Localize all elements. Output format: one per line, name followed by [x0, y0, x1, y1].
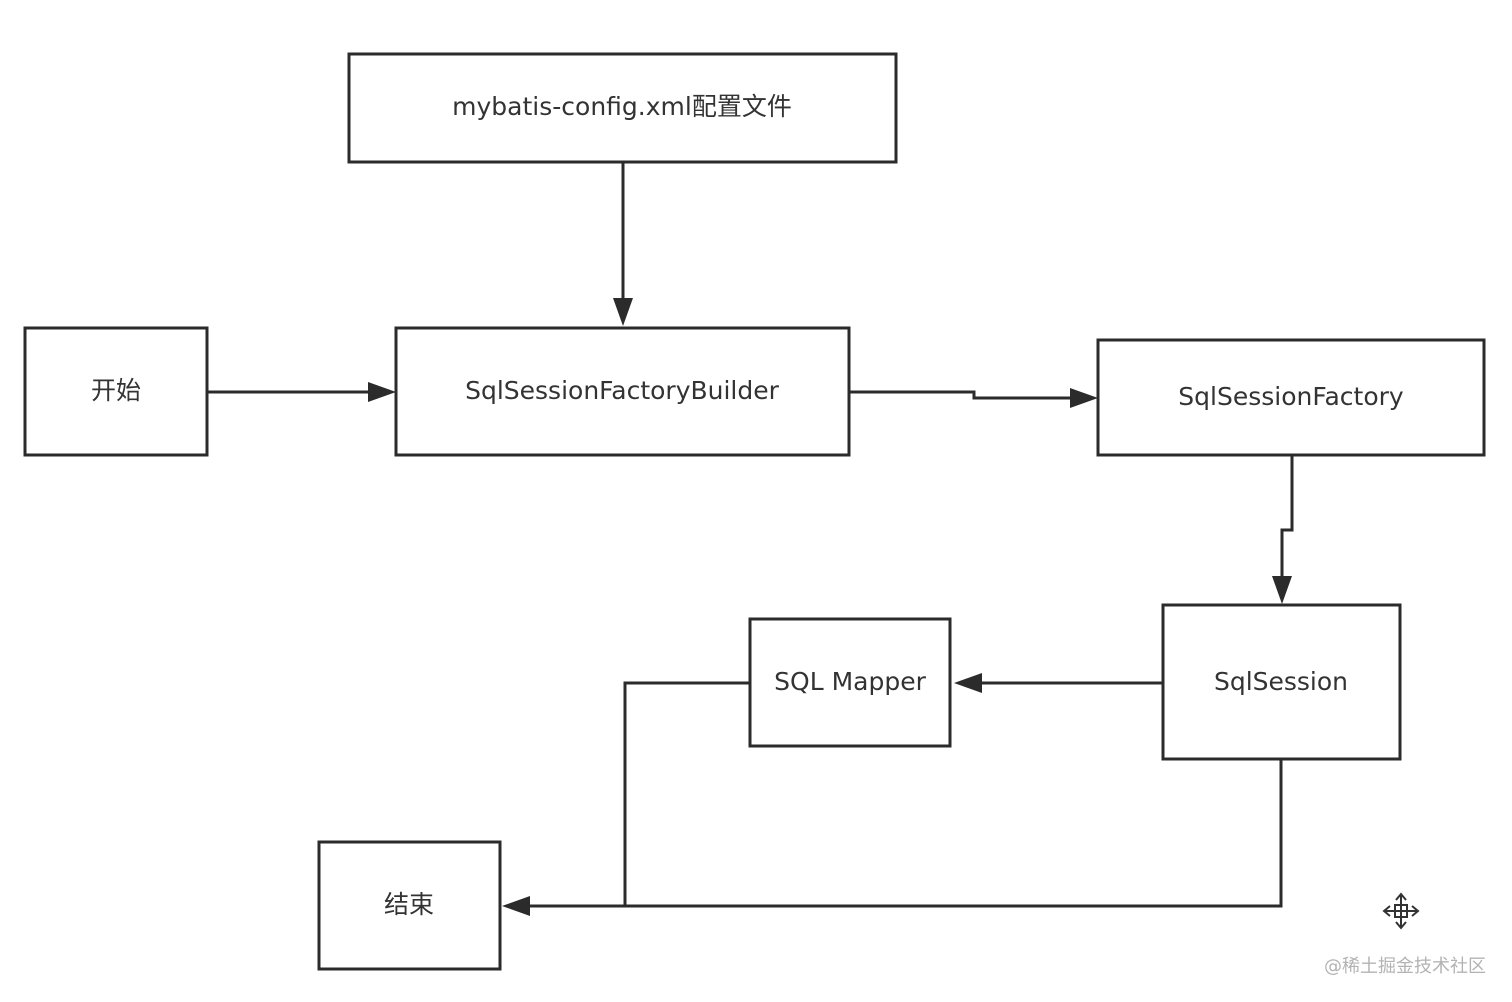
node-end-label: 结束: [384, 890, 434, 919]
arrowhead-to-end: [502, 896, 530, 916]
edge-session-to-end: [528, 760, 1283, 908]
node-factory-label: SqlSessionFactory: [1178, 382, 1404, 411]
node-config[interactable]: mybatis-config.xml配置文件: [347, 52, 898, 164]
arrowhead-config-to-builder: [613, 298, 633, 326]
node-end[interactable]: 结束: [317, 840, 502, 971]
node-start-label: 开始: [91, 376, 141, 405]
watermark-text: @稀土掘金技术社区: [1324, 956, 1486, 977]
arrowhead-factory-to-session: [1272, 576, 1292, 604]
arrowhead-start-to-builder: [368, 382, 396, 402]
node-config-label: mybatis-config.xml配置文件: [452, 92, 792, 121]
node-mapper[interactable]: SQL Mapper: [748, 617, 952, 748]
move-cursor-icon: [1382, 892, 1420, 930]
node-factory[interactable]: SqlSessionFactory: [1096, 338, 1486, 457]
node-start[interactable]: 开始: [23, 326, 209, 457]
edge-builder-to-factory: [850, 390, 1070, 400]
edge-mapper-to-end: [623, 681, 750, 906]
node-mapper-label: SQL Mapper: [774, 667, 926, 696]
arrowhead-session-to-mapper: [954, 673, 982, 693]
node-builder-label: SqlSessionFactoryBuilder: [465, 376, 780, 405]
arrowhead-builder-to-factory: [1070, 388, 1098, 408]
node-session-label: SqlSession: [1214, 667, 1348, 696]
edges: [208, 163, 1294, 916]
node-session[interactable]: SqlSession: [1161, 603, 1402, 761]
node-builder[interactable]: SqlSessionFactoryBuilder: [394, 326, 851, 457]
edge-factory-to-session: [1280, 456, 1294, 578]
